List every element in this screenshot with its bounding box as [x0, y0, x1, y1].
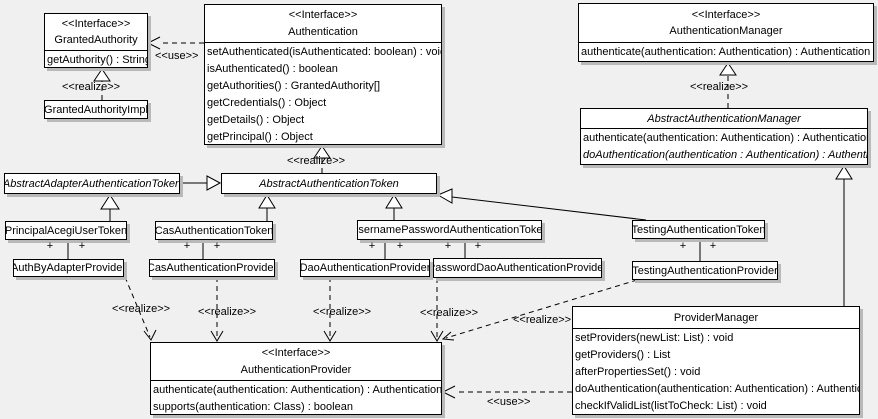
- class-name: CasAuthenticationToken: [155, 224, 273, 237]
- class-name: UsernamePasswordAuthenticationToken: [357, 224, 542, 236]
- realize-label: <<realize>>: [690, 81, 749, 93]
- method: supports(authentication: Class) : boolea…: [153, 401, 353, 413]
- class-username-password-authentication-token: UsernamePasswordAuthenticationToken: [357, 220, 542, 240]
- association-end-plus: +: [78, 240, 86, 252]
- class-name: CasAuthenticationProvider: [149, 262, 275, 274]
- method: doAuthentication(authentication : Authen…: [583, 149, 868, 161]
- realize-label: <<realize>>: [513, 314, 572, 326]
- class-authentication-manager: <<Interface>> AuthenticationManager auth…: [578, 3, 874, 62]
- stereotype-label: <<Interface>>: [691, 8, 761, 21]
- use-label: <<use>>: [155, 50, 199, 62]
- class-name: Authentication: [288, 25, 358, 38]
- realize-label: <<realize>>: [112, 303, 171, 315]
- class-auth-by-adapter-provider: AuthByAdapterProvider: [13, 259, 124, 277]
- association-end-plus: +: [368, 240, 376, 252]
- edge-use-provider-manager-to-authentication-provider: [441, 385, 572, 399]
- realize-label: <<realize>>: [62, 81, 121, 93]
- stereotype-label: <<Interface>>: [61, 18, 131, 30]
- realize-label: <<realize>>: [313, 306, 372, 318]
- class-name: TestingAuthenticationProvider: [632, 264, 778, 277]
- class-abstract-authentication-token: AbstractAuthenticationToken: [221, 173, 437, 194]
- realize-label: <<realize>>: [420, 307, 479, 319]
- method: getProviders() : List: [575, 349, 671, 361]
- class-name: PrincipalAcegiUserToken: [5, 224, 127, 237]
- method: doAuthentication(authentication: Authent…: [575, 383, 860, 395]
- class-principal-acegi-user-token: PrincipalAcegiUserToken: [5, 221, 127, 240]
- association-end-plus: +: [679, 240, 687, 252]
- class-name: TestingAuthenticationToken: [632, 223, 765, 236]
- edge-realize-testing-provider: [441, 279, 638, 341]
- method: checkIfValidList(listToCheck: List) : vo…: [575, 400, 767, 412]
- class-dao-authentication-provider: DaoAuthenticationProvider: [300, 259, 430, 277]
- method: getAuthorities() : GrantedAuthority[]: [207, 80, 381, 92]
- stereotype-label: <<Interface>>: [261, 347, 331, 360]
- method: isAuthenticated() : boolean: [207, 63, 338, 75]
- association-end-plus: +: [46, 240, 54, 252]
- method: getDetails() : Object: [207, 114, 305, 126]
- realize-label: <<realize>>: [198, 306, 257, 318]
- class-granted-authority-impl: GrantedAuthorityImpl: [44, 100, 148, 119]
- method: authenticate(authentication: Authenticat…: [581, 46, 871, 58]
- class-cas-authentication-provider: CasAuthenticationProvider: [149, 259, 275, 277]
- class-name: AbstractAuthenticationToken: [259, 177, 399, 190]
- class-name: AuthenticationManager: [669, 25, 783, 38]
- edge-realize-dao-provider: [323, 277, 337, 342]
- association-end-plus: +: [474, 240, 482, 252]
- class-name: AbstractAuthenticationManager: [647, 112, 801, 125]
- class-provider-manager: ProviderManager setProviders(newList: Li…: [572, 306, 860, 415]
- class-password-dao-authentication-provider: PasswordDaoAuthenticationProvider: [433, 258, 602, 278]
- association-end-plus: +: [396, 240, 404, 252]
- class-name: PasswordDaoAuthenticationProvider: [433, 262, 602, 274]
- class-authentication-provider: <<Interface>> AuthenticationProvider aut…: [150, 342, 442, 415]
- edge-abstract-adapter-to-abstract-token: [180, 175, 222, 191]
- edge-realize-passworddao-provider: [430, 278, 444, 342]
- method: authenticate(authentication: Authenticat…: [583, 132, 868, 144]
- use-label: <<use>>: [487, 396, 531, 408]
- method: setAuthenticated(isAuthenticated: boolea…: [207, 46, 442, 58]
- realize-label: <<realize>>: [287, 155, 346, 167]
- edge-cas-token-to-abstract-token: [258, 194, 276, 221]
- class-granted-authority: <<Interface>> GrantedAuthority getAuthor…: [44, 13, 148, 68]
- class-name: AbstractAdapterAuthenticationToken: [4, 177, 180, 190]
- association-end-plus: +: [213, 240, 221, 252]
- association-end-plus: +: [183, 240, 191, 252]
- edge-realize-authbyadapter-provider: [124, 276, 157, 341]
- edge-realize-abstract-auth-manager: [719, 62, 737, 108]
- method: getCredentials() : Object: [207, 97, 327, 109]
- class-name: DaoAuthenticationProvider: [300, 262, 430, 274]
- edge-realize-cas-provider: [210, 277, 224, 342]
- class-testing-authentication-provider: TestingAuthenticationProvider: [632, 261, 778, 280]
- class-abstract-adapter-authentication-token: AbstractAdapterAuthenticationToken: [4, 173, 180, 194]
- edge-provider-manager-to-abstract-auth-manager: [835, 165, 853, 306]
- edge-principal-to-abstract-adapter-token: [100, 194, 120, 221]
- method: setProviders(newList: List) : void: [575, 332, 734, 344]
- association-end-plus: +: [709, 240, 717, 252]
- method: authenticate(authentication: Authenticat…: [153, 384, 442, 396]
- edge-realize-abstract-token-to-authentication: [313, 145, 331, 173]
- class-name: GrantedAuthorityImpl: [44, 103, 148, 116]
- method: getAuthority() : String: [47, 54, 148, 66]
- class-authentication: <<Interface>> Authentication setAuthenti…: [204, 4, 442, 145]
- association-end-plus: +: [444, 240, 452, 252]
- stereotype-label: <<Interface>>: [288, 9, 358, 22]
- method: getPrincipal() : Object: [207, 131, 313, 143]
- class-cas-authentication-token: CasAuthenticationToken: [155, 221, 273, 240]
- edge-realize-granted-authority-impl: [93, 68, 111, 100]
- method: afterPropertiesSet() : void: [575, 366, 701, 378]
- edge-use-authentication-to-granted-authority: [146, 36, 204, 50]
- class-name: ProviderManager: [673, 311, 759, 324]
- class-name: AuthenticationProvider: [240, 363, 352, 376]
- class-testing-authentication-token: TestingAuthenticationToken: [632, 220, 765, 239]
- edge-testing-token-to-abstract-token: [436, 188, 647, 221]
- class-abstract-authentication-manager: AbstractAuthenticationManager authentica…: [580, 108, 868, 165]
- class-name: AuthByAdapterProvider: [13, 262, 124, 274]
- class-name: GrantedAuthority: [54, 34, 138, 46]
- edge-usernamepassword-token-to-abstract-token: [385, 194, 403, 220]
